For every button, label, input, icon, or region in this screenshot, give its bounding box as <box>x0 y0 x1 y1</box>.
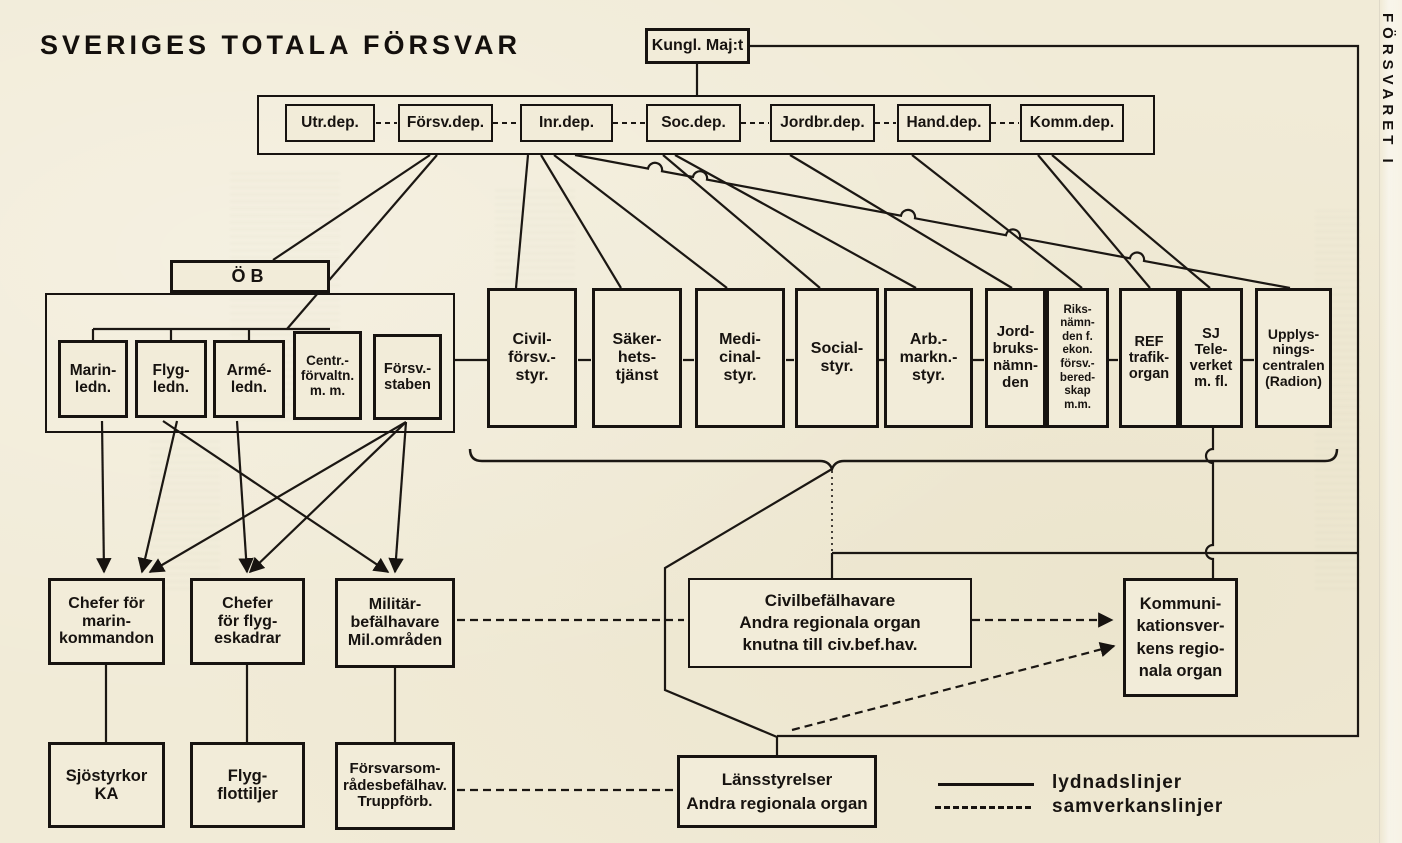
page-margin-label: FÖRSVARET I <box>1379 13 1396 168</box>
node-dept-hand: Hand.dep. <box>897 104 991 142</box>
node-sj-televerket: SJ Tele- verket m. fl. <box>1179 288 1243 428</box>
node-dept-forsv: Försv.dep. <box>398 104 493 142</box>
legend-solid-line-sample <box>938 783 1034 786</box>
node-dept-utr: Utr.dep. <box>285 104 375 142</box>
page-gutter <box>1379 0 1402 843</box>
node-centralforvaltn: Centr.- förvaltn. m. m. <box>293 331 362 420</box>
node-forsvarsstaben: Försv.- staben <box>373 334 442 420</box>
military-leadership-container <box>45 293 455 433</box>
node-socialstyr: Social- styr. <box>795 288 879 428</box>
node-kommunikationsverkens-organ: Kommuni- kationsver- kens regio- nala or… <box>1123 578 1238 697</box>
node-armeledn: Armé- ledn. <box>213 340 285 418</box>
node-lansstyrelser: Länsstyrelser Andra regionala organ <box>677 755 877 828</box>
departments-container <box>257 95 1155 155</box>
node-dept-komm: Komm.dep. <box>1020 104 1124 142</box>
node-civilbefalhavare: Civilbefälhavare Andra regionala organ k… <box>688 578 972 668</box>
legend-dashed-label: samverkanslinjer <box>1052 796 1224 817</box>
node-medicinalstyr: Medi- cinal- styr. <box>695 288 785 428</box>
lydnadslinjer-solid-lines <box>91 44 1360 755</box>
node-flygflottiljer: Flyg- flottiljer <box>190 742 305 828</box>
node-dept-jordbr: Jordbr.dep. <box>770 104 875 142</box>
node-militarbefalhavare: Militär- befälhavare Mil.områden <box>335 578 455 668</box>
samverkanslinjer-dashed-lines <box>457 612 1116 792</box>
node-flygledn: Flyg- ledn. <box>135 340 207 418</box>
node-marinledn: Marin- ledn. <box>58 340 128 418</box>
node-jordbruksnamnden: Jord- bruks- nämn- den <box>985 288 1046 428</box>
node-ref-trafikorgan: REF trafik- organ <box>1119 288 1179 428</box>
node-dept-inr: Inr.dep. <box>520 104 613 142</box>
node-arbetsmarknadsstyr: Arb.- markn.- styr. <box>884 288 973 428</box>
node-upplysningscentralen: Upplys- nings- centralen (Radion) <box>1255 288 1332 428</box>
node-chefer-flygeskadrar: Chefer för flyg- eskadrar <box>190 578 305 665</box>
node-chefer-marinkommandon: Chefer för marin- kommandon <box>48 578 165 665</box>
node-kungl-majt: Kungl. Maj:t <box>645 28 750 64</box>
diagram-title: SVERIGES TOTALA FÖRSVAR <box>40 30 522 60</box>
node-sjostyrkor-ka: Sjöstyrkor KA <box>48 742 165 828</box>
node-dept-soc: Soc.dep. <box>646 104 741 142</box>
node-riksnamnden-ekon-forsv: Riks- nämn- den f. ekon. försv.- bered- … <box>1046 288 1109 428</box>
node-ob: ÖB <box>170 260 330 293</box>
legend-dashed-line-sample <box>935 806 1031 809</box>
node-sakerhetstjanst: Säker- hets- tjänst <box>592 288 682 428</box>
node-civilforsvarsstyr: Civil- försv.- styr. <box>487 288 577 428</box>
node-forsvarsomradesbefalhavare: Försvarsom- rådesbefälhav. Truppförb. <box>335 742 455 830</box>
legend-solid-label: lydnadslinjer <box>1052 772 1183 793</box>
